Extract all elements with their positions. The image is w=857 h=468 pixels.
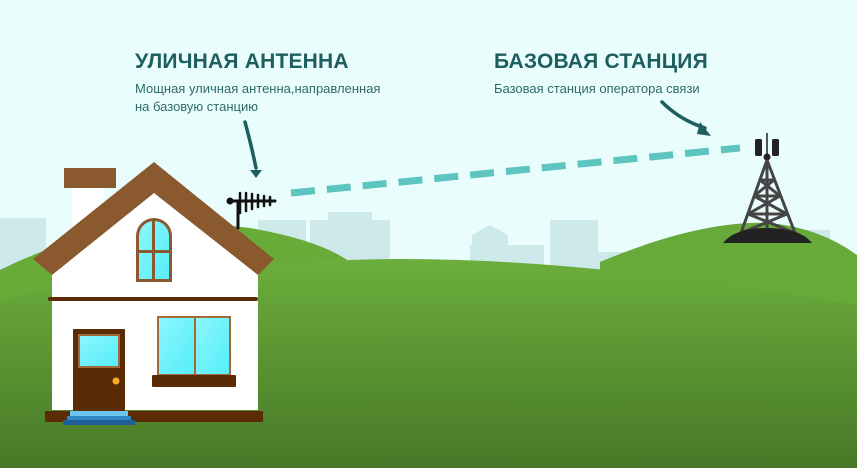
signal-line [290,144,741,197]
step-mid [67,416,131,420]
station-description: Базовая станция оператора связи [494,81,700,96]
floor-divider [48,297,258,301]
arrow-to-station-head [697,122,711,136]
station-title: БАЗОВАЯ СТАНЦИЯ [494,50,708,73]
antenna-description-line2: на базовую станцию [135,99,258,114]
door-knob [112,377,120,385]
attic-window [136,218,172,282]
antenna-label: УЛИЧНАЯ АНТЕННА Мощная уличная антенна,н… [135,50,415,116]
step-top [70,411,128,416]
house [33,162,274,425]
roof [33,162,274,275]
chimney-cap [64,168,116,188]
station-label: БАЗОВАЯ СТАНЦИЯ Базовая станция оператор… [494,50,794,98]
antenna-description: Мощная уличная антенна,направленная на б… [135,80,415,116]
antenna-title: УЛИЧНАЯ АНТЕННА [135,50,349,73]
antenna-description-line1: Мощная уличная антенна,направленная [135,81,381,96]
yagi-antenna-icon [226,191,277,230]
front-window [152,316,236,387]
step-bottom [63,420,135,425]
arrow-to-antenna [243,120,258,170]
front-door [73,329,125,411]
arrow-to-antenna-head [250,170,262,178]
cell-tower-icon [723,133,812,243]
